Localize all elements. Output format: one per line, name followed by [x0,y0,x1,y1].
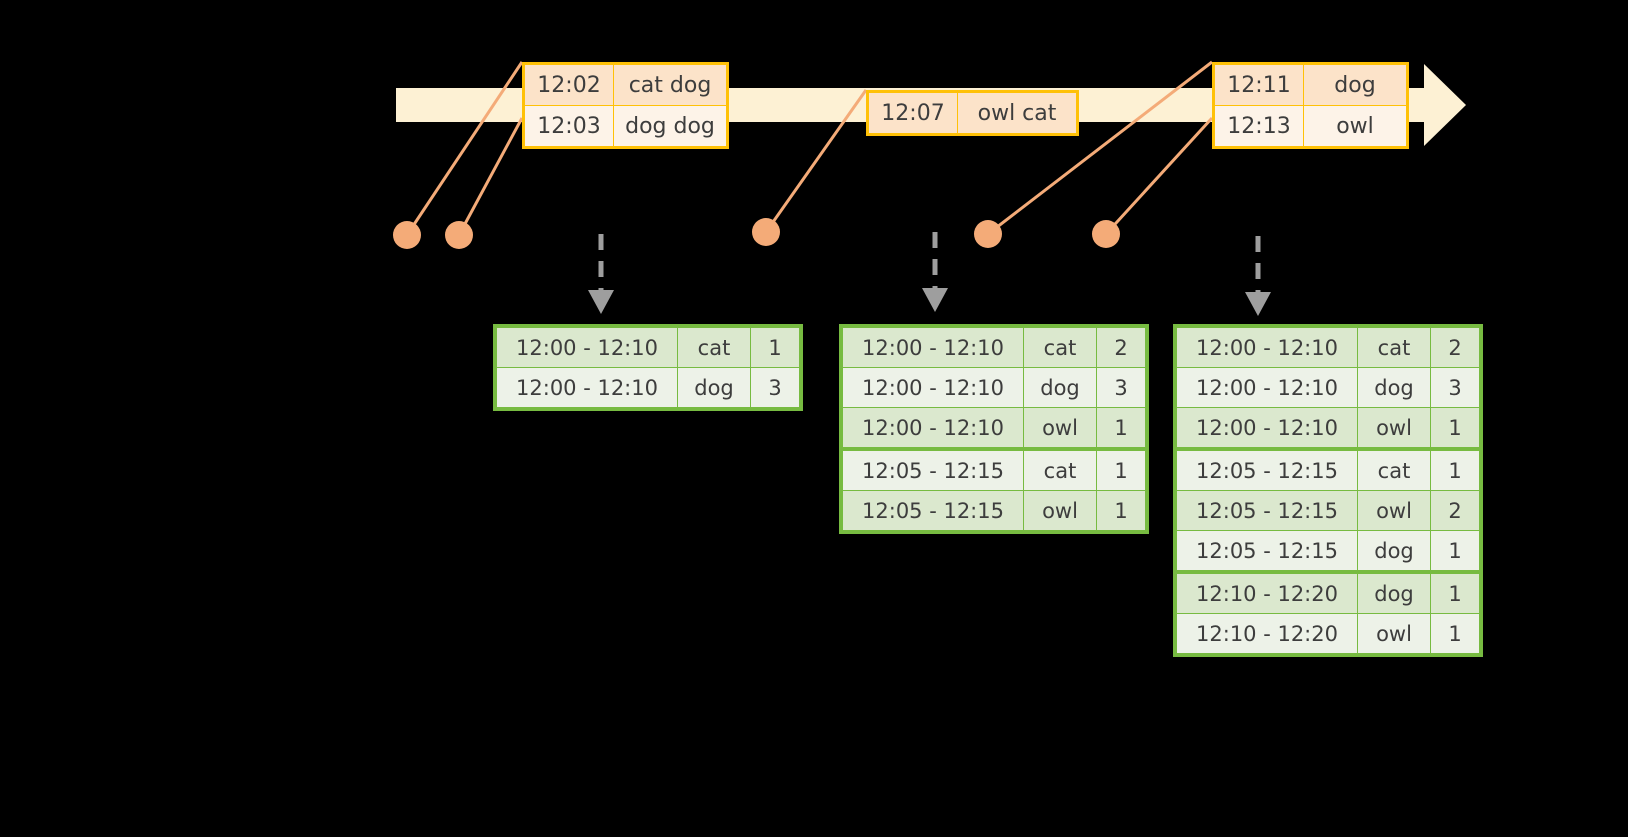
window-cell: 12:00 - 12:10 [840,367,1024,408]
count-cell: 3 [1096,367,1148,408]
word-cell: owl [1023,490,1097,533]
event-words: cat dog [613,63,728,106]
count-cell: 1 [1430,407,1482,451]
window-cell: 12:00 - 12:10 [840,325,1024,368]
connector-line-2 [457,117,524,236]
count-cell: 3 [750,367,802,410]
window-cell: 12:05 - 12:15 [840,448,1024,491]
word-cell: owl [1023,407,1097,451]
event-time: 12:02 [523,63,614,106]
result-arrow-head-right [1245,292,1271,316]
word-cell: cat [677,325,751,368]
word-cell: dog [1357,571,1431,614]
window-cell: 12:05 - 12:15 [1174,490,1358,531]
word-cell: cat [1023,325,1097,368]
window-cell: 12:10 - 12:20 [1174,571,1358,614]
word-cell: cat [1357,448,1431,491]
count-cell: 1 [1096,448,1148,491]
event-row: 12:03 dog dog [523,105,728,148]
event-words: dog dog [613,105,728,148]
count-cell: 2 [1096,325,1148,368]
word-cell: dog [1023,367,1097,408]
count-cell: 1 [1430,530,1482,574]
count-cell: 2 [1430,490,1482,531]
event-row: 12:11 dog [1213,63,1408,106]
result-arrow-head-left [588,290,614,314]
event-words: owl [1303,105,1408,148]
window-cell: 12:00 - 12:10 [494,325,678,368]
word-cell: owl [1357,490,1431,531]
word-cell: owl [1357,613,1431,656]
count-cell: 1 [750,325,802,368]
count-cell: 2 [1430,325,1482,368]
window-cell: 12:00 - 12:10 [1174,407,1358,451]
event-words: dog [1303,63,1408,106]
event-group-b: 12:07 owl cat [866,90,1079,136]
window-cell: 12:10 - 12:20 [1174,613,1358,656]
word-cell: dog [677,367,751,410]
count-cell: 1 [1096,407,1148,451]
count-cell: 1 [1430,571,1482,614]
word-cell: cat [1023,448,1097,491]
event-time: 12:03 [523,105,614,148]
window-cell: 12:00 - 12:10 [1174,325,1358,368]
timeline-arrow-head-icon [1424,64,1466,146]
result-arrow-head-middle [922,288,948,312]
event-time: 12:13 [1213,105,1304,148]
connector-dot-4 [974,220,1002,248]
count-cell: 1 [1096,490,1148,533]
connector-dot-5 [1092,220,1120,248]
word-cell: dog [1357,367,1431,408]
event-time: 12:07 [867,91,958,135]
count-cell: 1 [1430,448,1482,491]
connector-dot-2 [445,221,473,249]
word-cell: owl [1357,407,1431,451]
event-time: 12:11 [1213,63,1304,106]
word-cell: dog [1357,530,1431,574]
event-row: 12:07 owl cat [867,91,1078,135]
connector-dot-3 [752,218,780,246]
window-cell: 12:00 - 12:10 [494,367,678,410]
event-group-a: 12:02 cat dog 12:03 dog dog [522,62,729,149]
event-row: 12:13 owl [1213,105,1408,148]
connector-line-5 [1104,116,1214,236]
event-row: 12:02 cat dog [523,63,728,106]
event-group-c: 12:11 dog 12:13 owl [1212,62,1409,149]
count-cell: 3 [1430,367,1482,408]
window-cell: 12:00 - 12:10 [840,407,1024,451]
event-words: owl cat [957,91,1078,135]
window-cell: 12:05 - 12:15 [840,490,1024,533]
window-cell: 12:05 - 12:15 [1174,448,1358,491]
word-cell: cat [1357,325,1431,368]
window-cell: 12:05 - 12:15 [1174,530,1358,574]
window-cell: 12:00 - 12:10 [1174,367,1358,408]
connector-dot-1 [393,221,421,249]
count-cell: 1 [1430,613,1482,656]
